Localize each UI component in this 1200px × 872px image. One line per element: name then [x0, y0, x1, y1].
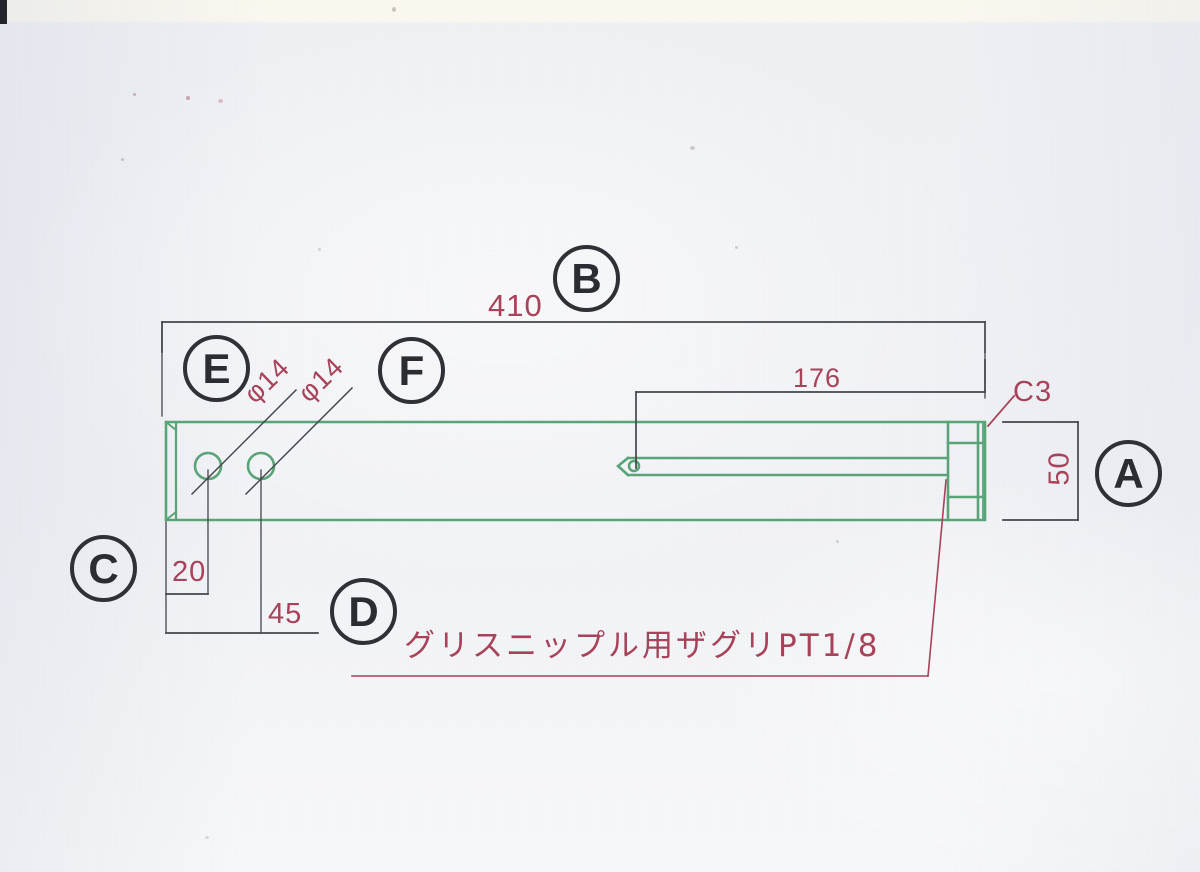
hole-2-leader — [244, 386, 354, 496]
dim-label-176: 176 — [793, 363, 842, 393]
note-leaders-red — [351, 394, 1016, 677]
balloon-c-label: C — [88, 544, 119, 592]
balloon-f-label: F — [398, 346, 425, 394]
scan-corner-mark — [0, 0, 7, 24]
dim-label-c3: C3 — [1013, 376, 1053, 408]
balloon-a[interactable]: A — [1095, 440, 1162, 507]
grease-nipple-note: グリスニップル用ザグリPT1/8 — [404, 628, 881, 664]
balloon-e-label: E — [202, 344, 231, 392]
dimension-lines-black — [161, 321, 1079, 634]
balloon-e[interactable]: E — [183, 335, 250, 402]
part-outline-green — [164, 420, 987, 522]
balloon-b[interactable]: B — [553, 245, 620, 312]
dim-label-20: 20 — [172, 556, 207, 588]
balloon-d-label: D — [348, 587, 379, 635]
c3-leader-line — [986, 394, 1016, 428]
balloon-d[interactable]: D — [330, 578, 397, 645]
grease-nipple-seat — [627, 459, 641, 473]
balloon-f[interactable]: F — [378, 337, 445, 404]
left-top-chamfer — [164, 420, 178, 432]
left-bottom-chamfer — [164, 510, 178, 522]
note-leader-line — [927, 479, 947, 677]
dim-label-45: 45 — [268, 598, 303, 630]
dim-label-410: 410 — [488, 288, 543, 323]
grease-bore-drill-point — [615, 456, 630, 477]
balloon-a-label: A — [1113, 449, 1144, 497]
balloon-c[interactable]: C — [70, 535, 137, 602]
hole-1-leader — [190, 388, 298, 496]
balloon-b-label: B — [571, 254, 602, 302]
dim-label-50: 50 — [1043, 451, 1076, 486]
shaft-body-outline — [164, 420, 987, 522]
